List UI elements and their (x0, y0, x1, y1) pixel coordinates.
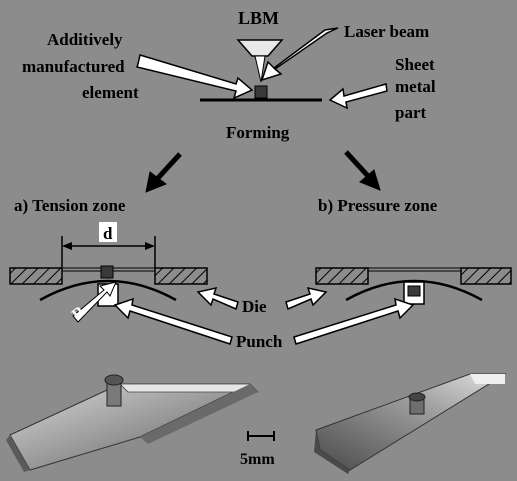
sheet-metal-label-1: Sheet (395, 55, 435, 74)
pointer-arrows-top (136, 27, 388, 110)
tension-zone-tool: d (9, 222, 208, 307)
scale-bar: 5mm (240, 431, 275, 468)
laser-beam-label: Laser beam (344, 22, 429, 41)
sheet-metal-label-3: part (395, 103, 427, 122)
sheet-metal-label-2: metal (395, 77, 436, 96)
am-element-shape (254, 85, 268, 99)
dimension-d-label: d (103, 224, 113, 243)
punch-arrow-left-icon (113, 297, 233, 345)
tension-zone-label: a) Tension zone (14, 196, 126, 215)
pressure-sheet (345, 279, 483, 302)
pressure-zone-tool (315, 267, 512, 305)
die-arrow-left-icon (196, 286, 239, 311)
arrow-right-icon (359, 169, 381, 191)
am-element-arrow-icon (136, 54, 254, 100)
pointer-arrows-bottom (113, 286, 415, 345)
punch-label: Punch (236, 332, 283, 351)
lbm-label: LBM (238, 8, 279, 28)
forming-arrows (145, 150, 381, 193)
photo-pressure-part (314, 373, 507, 474)
photo-tension-part (6, 374, 259, 472)
laser-arrow-icon (260, 27, 339, 82)
scale-label: 5mm (240, 451, 275, 468)
sheet-arrow-icon (328, 83, 388, 110)
pressure-zone-label: b) Pressure zone (318, 196, 438, 215)
am-element-label-1: Additively (47, 30, 123, 49)
tension-sheet (39, 279, 177, 302)
arrow-left-icon (145, 171, 168, 193)
die-left-block (9, 267, 63, 285)
die-right-block (154, 267, 208, 285)
punch-arrow-right-icon (293, 297, 415, 345)
forming-label: Forming (226, 123, 290, 142)
die-label: Die (242, 297, 267, 316)
laser-beam-icon (254, 55, 266, 83)
die-arrow-right-icon (285, 286, 328, 311)
am-element-label-2: manufactured (22, 57, 125, 76)
lbm-nozzle-icon (236, 39, 284, 57)
am-element-label-3: element (82, 83, 139, 102)
